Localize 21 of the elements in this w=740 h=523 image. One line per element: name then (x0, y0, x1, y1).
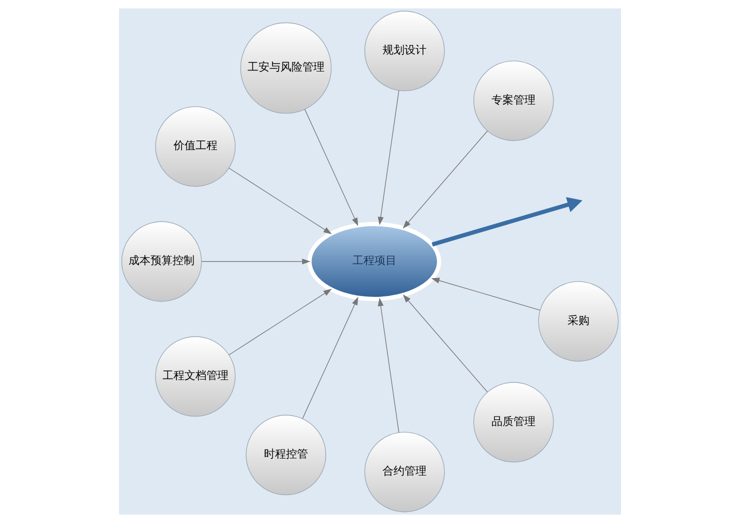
node-circle: 工安与风险管理 (240, 22, 332, 114)
arrow (228, 288, 332, 356)
node-circle: 成本预算控制 (121, 221, 202, 302)
arrow (431, 278, 540, 310)
node-circle: 时程控管 (246, 414, 326, 496)
node-circle: 专案管理 (473, 60, 554, 141)
arrow (302, 296, 358, 419)
node-circle: 品质管理 (473, 382, 554, 462)
arrow (228, 168, 332, 234)
arrow (402, 294, 488, 392)
node-circle: 合约管理 (364, 432, 445, 512)
arrow (304, 108, 358, 226)
arrow (402, 130, 488, 229)
arrow (201, 258, 310, 264)
node-circle: 采购 (538, 281, 619, 362)
arrow (378, 90, 400, 226)
node-circle: 价值工程 (155, 106, 236, 187)
node-circle: 规划设计 (364, 10, 445, 92)
node-circle: 工程文档管理 (155, 336, 236, 417)
arrow (432, 197, 582, 246)
arrow (378, 298, 400, 433)
